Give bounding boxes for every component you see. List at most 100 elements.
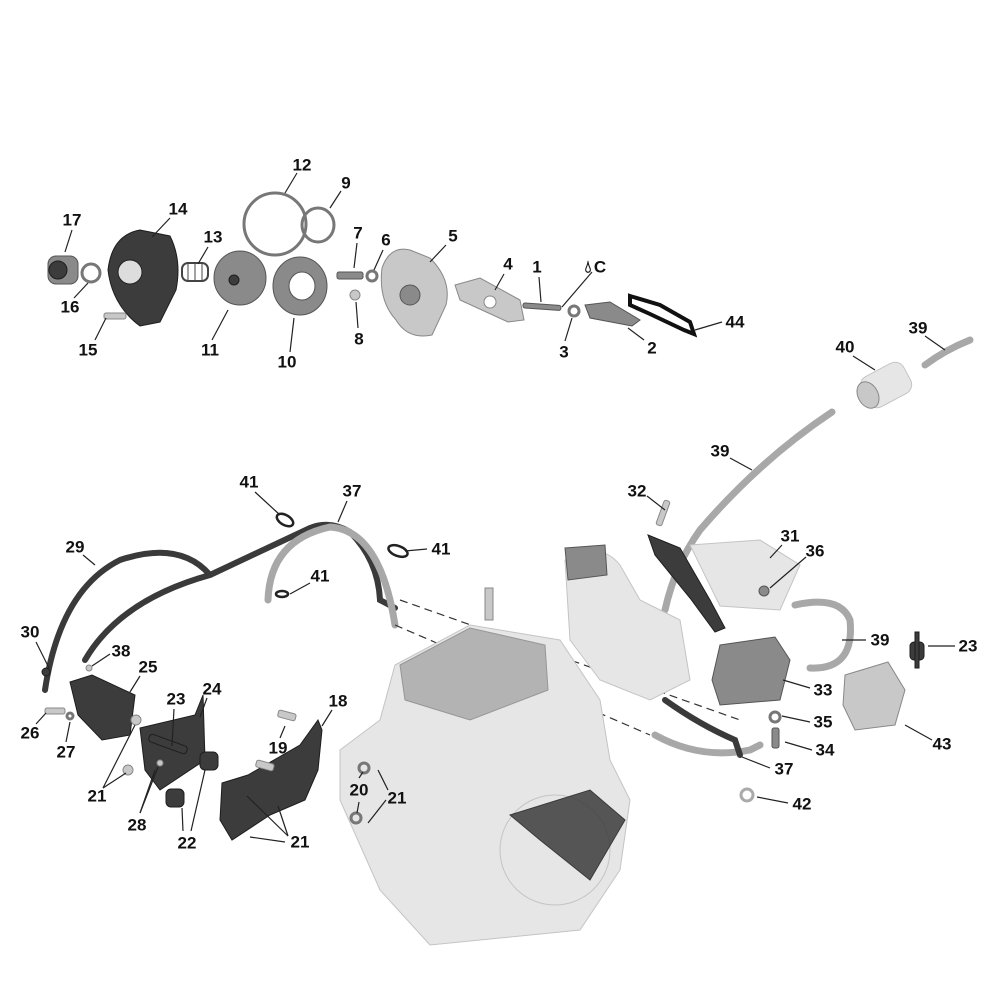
callout-41[interactable]: 41	[310, 566, 330, 586]
callout-c-lubricant[interactable]: C	[593, 257, 607, 277]
part-37-hose-right-dark	[662, 697, 743, 758]
part-38-plug	[85, 664, 93, 672]
part-42-clamp	[739, 787, 755, 803]
part-32-screw	[655, 499, 671, 527]
callout-44[interactable]: 44	[725, 312, 745, 332]
callout-37[interactable]: 37	[342, 481, 362, 501]
assembly-line	[399, 599, 741, 721]
part-37-hose-right	[651, 731, 764, 757]
callout-32[interactable]: 32	[627, 481, 647, 501]
callout-25[interactable]: 25	[138, 657, 158, 677]
callout-42[interactable]: 42	[792, 794, 812, 814]
part-37-hose-light	[264, 523, 399, 629]
callout-9[interactable]: 9	[341, 173, 351, 193]
part-5-pump-body	[380, 248, 448, 337]
part-31-bracket-arm	[647, 534, 726, 633]
callout-11[interactable]: 11	[201, 340, 219, 360]
callout-34[interactable]: 34	[815, 740, 835, 760]
part-26-screw	[44, 707, 66, 715]
part-4-gasket	[454, 277, 525, 323]
callout-1[interactable]: 1	[532, 257, 542, 277]
part-43-fuel-pump	[842, 661, 906, 731]
part-6-washer	[365, 269, 379, 283]
callout-36[interactable]: 36	[805, 541, 825, 561]
callout-7[interactable]: 7	[353, 223, 363, 243]
callout-3[interactable]: 3	[559, 342, 569, 362]
callout-13[interactable]: 13	[203, 227, 223, 247]
part-3-washer	[567, 304, 581, 318]
part-17-filter	[47, 255, 79, 285]
callout-37[interactable]: 37	[774, 759, 794, 779]
callout-19[interactable]: 19	[268, 738, 288, 758]
callout-5[interactable]: 5	[448, 226, 458, 246]
callout-21[interactable]: 21	[387, 788, 407, 808]
part-33-fuel-pump	[711, 636, 791, 706]
part-2-lever	[584, 301, 641, 327]
leader-lines	[35, 172, 955, 843]
callout-20[interactable]: 20	[349, 780, 369, 800]
callout-39[interactable]: 39	[710, 441, 730, 461]
part-41-clamp	[274, 589, 290, 599]
callout-35[interactable]: 35	[813, 712, 833, 732]
callout-10[interactable]: 10	[277, 352, 297, 372]
callout-41[interactable]: 41	[431, 539, 451, 559]
callout-27[interactable]: 27	[56, 742, 76, 762]
part-21-nut	[130, 714, 142, 726]
callout-28[interactable]: 28	[127, 815, 147, 835]
callout-18[interactable]: 18	[328, 691, 348, 711]
callout-21[interactable]: 21	[290, 832, 310, 852]
part-15-bolt	[103, 312, 127, 320]
part-10-diaphragm-seal	[272, 256, 328, 316]
callout-29[interactable]: 29	[65, 537, 85, 557]
callout-40[interactable]: 40	[835, 337, 855, 357]
part-40-fuel-filter	[856, 361, 913, 409]
callout-14[interactable]: 14	[168, 199, 188, 219]
callout-23[interactable]: 23	[166, 689, 186, 709]
callout-43[interactable]: 43	[932, 734, 952, 754]
part-39-hose-upper	[921, 336, 974, 369]
part-29-hose	[42, 549, 213, 693]
part-30-clip	[41, 667, 51, 677]
callout-31[interactable]: 31	[780, 526, 800, 546]
callout-23[interactable]: 23	[958, 636, 978, 656]
part-31-bracket	[689, 539, 801, 611]
part-22-rubber-mount	[165, 751, 219, 808]
callout-2[interactable]: 2	[647, 338, 657, 358]
callout-39[interactable]: 39	[870, 630, 890, 650]
callout-4[interactable]: 4	[503, 254, 513, 274]
part-36-nut	[758, 585, 770, 597]
callout-41[interactable]: 41	[239, 472, 259, 492]
part-21-nut	[122, 764, 134, 776]
callout-17[interactable]: 17	[62, 210, 82, 230]
part-27-washer	[65, 711, 75, 721]
part-35-washer	[768, 710, 782, 724]
drop-icon: 💧︎	[584, 257, 592, 277]
callout-38[interactable]: 38	[111, 641, 131, 661]
part-19-screw	[277, 709, 297, 722]
callout-12[interactable]: 12	[292, 155, 312, 175]
callout-16[interactable]: 16	[60, 297, 80, 317]
part-39-hose-lower	[791, 598, 854, 672]
part-13-spring	[181, 262, 209, 282]
part-34-screw	[771, 727, 780, 749]
part-23-stud	[148, 733, 188, 755]
part-28-nut	[156, 759, 164, 767]
part-41-clamp	[387, 543, 409, 559]
part-20-washer	[349, 811, 363, 825]
callout-8[interactable]: 8	[354, 329, 364, 349]
part-23-rubber-mount	[909, 631, 925, 669]
part-9-o-ring	[300, 206, 336, 244]
part-25-valve	[69, 674, 136, 741]
part-20-washer	[357, 761, 371, 775]
callout-30[interactable]: 30	[20, 622, 40, 642]
callout-33[interactable]: 33	[813, 680, 833, 700]
callout-26[interactable]: 26	[20, 723, 40, 743]
callout-24[interactable]: 24	[202, 679, 222, 699]
callout-21[interactable]: 21	[87, 786, 107, 806]
callout-22[interactable]: 22	[177, 833, 197, 853]
callout-6[interactable]: 6	[381, 230, 391, 250]
callout-15[interactable]: 15	[78, 340, 98, 360]
part-44-gasket	[628, 293, 698, 338]
callout-39[interactable]: 39	[908, 318, 928, 338]
